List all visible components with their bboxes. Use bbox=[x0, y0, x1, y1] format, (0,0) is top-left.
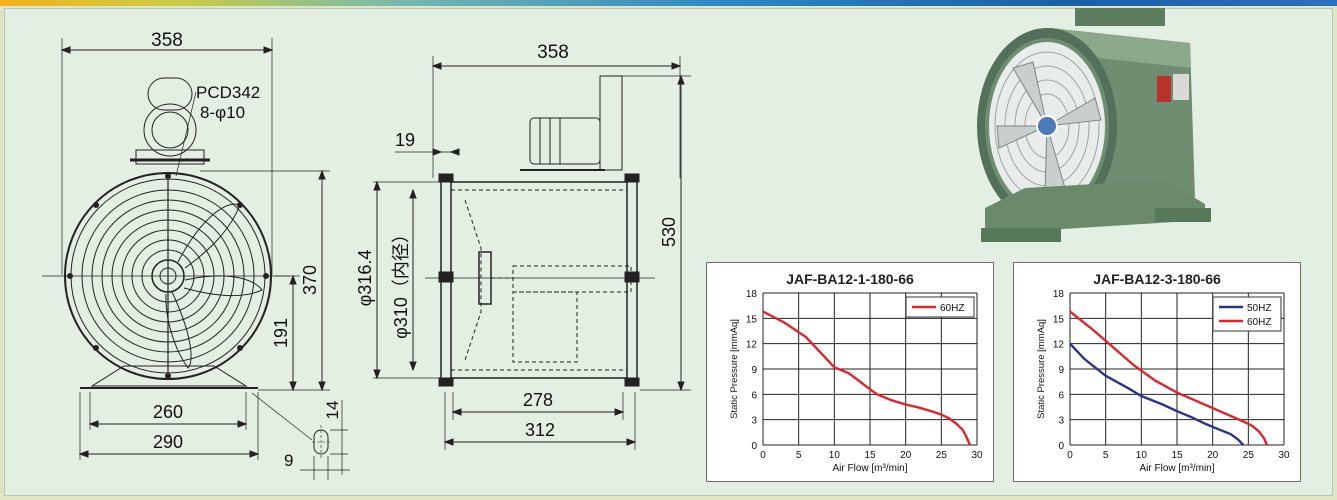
side-base-outer-dim: 312 bbox=[525, 420, 555, 440]
y-axis-label: Static Pressure [mmAq] bbox=[729, 319, 740, 419]
x-tick-label: 25 bbox=[936, 450, 948, 461]
inner-diameter-dim: φ310（内径） bbox=[391, 225, 411, 339]
y-tick-label: 18 bbox=[746, 289, 758, 300]
x-tick-label: 0 bbox=[760, 450, 766, 461]
legend-box bbox=[905, 296, 975, 318]
side-height-dim: 530 bbox=[659, 217, 679, 247]
y-tick-label: 6 bbox=[1058, 390, 1064, 401]
y-tick-label: 12 bbox=[746, 340, 758, 351]
flange-dim: 19 bbox=[395, 130, 415, 150]
y-tick-label: 0 bbox=[1058, 441, 1064, 452]
x-tick-label: 20 bbox=[1207, 450, 1219, 461]
holes-label: 8-φ10 bbox=[200, 103, 245, 122]
x-tick-label: 25 bbox=[1243, 450, 1255, 461]
performance-chart-2: JAF-BA12-3-180-66 0 5 10 15 20 25 30 0 3 6 9 12 15 18… bbox=[1013, 262, 1301, 482]
front-height-center-dim: 191 bbox=[271, 318, 291, 348]
x-tick-label: 15 bbox=[1171, 450, 1183, 461]
y-tick-label: 0 bbox=[751, 441, 757, 452]
front-width-dim: 358 bbox=[151, 30, 183, 51]
outer-diameter-dim: φ316.4 bbox=[355, 250, 375, 307]
side-view-drawing: 358 19 φ316.4 φ310（内径） 530 278 312 bbox=[355, 42, 691, 450]
y-tick-label: 15 bbox=[746, 314, 758, 325]
legend-label: 50HZ bbox=[1247, 303, 1271, 314]
y-tick-label: 3 bbox=[751, 416, 757, 427]
performance-chart-1: JAF-BA12-1-180-66 0 5 10 15 20 25 30 0 3 6 9 12 15 18… bbox=[706, 262, 994, 482]
x-tick-label: 10 bbox=[1136, 450, 1148, 461]
x-tick-label: 30 bbox=[1278, 450, 1290, 461]
front-height-total-dim: 370 bbox=[300, 265, 320, 295]
x-axis-label: Air Flow [m³/min] bbox=[1140, 463, 1215, 474]
x-tick-label: 0 bbox=[1067, 450, 1073, 461]
x-axis-label: Air Flow [m³/min] bbox=[833, 463, 908, 474]
side-length-dim: 358 bbox=[537, 42, 569, 63]
series-line-60hz bbox=[762, 310, 972, 446]
series-line-50hz bbox=[1069, 342, 1245, 446]
chart-2-title: JAF-BA12-3-180-66 bbox=[1093, 271, 1221, 287]
header-gradient-bar bbox=[0, 0, 1337, 6]
x-tick-label: 20 bbox=[900, 450, 912, 461]
legend-box bbox=[1212, 296, 1282, 332]
y-tick-label: 6 bbox=[751, 390, 757, 401]
y-axis-label: Static Pressure [mmAq] bbox=[1036, 319, 1047, 419]
side-base-inner-dim: 278 bbox=[523, 390, 553, 410]
front-base-outer-dim: 290 bbox=[153, 432, 183, 452]
front-base-inner-dim: 260 bbox=[153, 402, 183, 422]
y-tick-label: 12 bbox=[1053, 340, 1065, 351]
slot-width-dim: 9 bbox=[284, 451, 293, 470]
legend-label: 60HZ bbox=[1247, 317, 1271, 328]
series-line-60hz bbox=[1069, 310, 1269, 446]
x-tick-label: 5 bbox=[796, 450, 802, 461]
y-tick-label: 9 bbox=[1058, 365, 1064, 376]
y-tick-label: 9 bbox=[751, 365, 757, 376]
slot-length-dim: 14 bbox=[323, 401, 342, 420]
pcd-label: PCD342 bbox=[196, 83, 260, 102]
x-tick-label: 5 bbox=[1103, 450, 1109, 461]
x-tick-label: 10 bbox=[829, 450, 841, 461]
legend-label: 60HZ bbox=[940, 303, 964, 314]
fan-product-photo bbox=[977, 8, 1211, 242]
y-tick-label: 18 bbox=[1053, 289, 1065, 300]
y-tick-label: 3 bbox=[1058, 416, 1064, 427]
y-tick-label: 15 bbox=[1053, 314, 1065, 325]
front-view-drawing: 358 PCD342 8-φ10 370 191 260 290 9 14 bbox=[42, 30, 350, 480]
x-tick-label: 30 bbox=[971, 450, 983, 461]
chart-1-title: JAF-BA12-1-180-66 bbox=[786, 271, 914, 287]
x-tick-label: 15 bbox=[864, 450, 876, 461]
